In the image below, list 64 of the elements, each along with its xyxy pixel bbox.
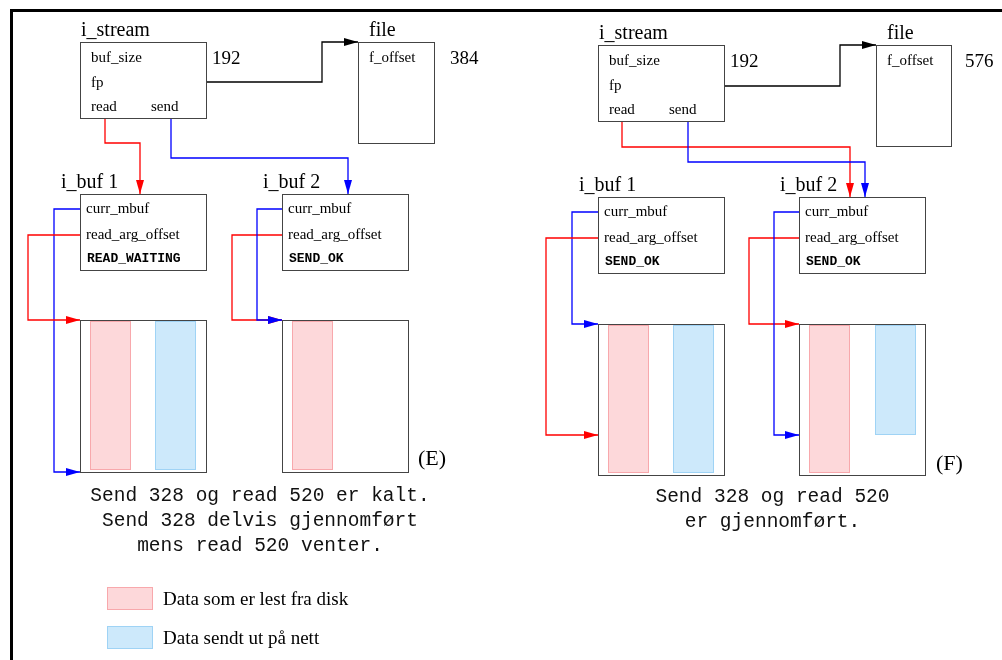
field-label: send <box>669 101 697 118</box>
connector-arrow <box>748 237 800 328</box>
data-bar <box>809 325 850 473</box>
connector-arrow <box>256 208 283 324</box>
connector-arrow <box>571 211 599 328</box>
size-value: 192 <box>212 47 241 69</box>
struct-name: i_buf 2 <box>780 173 838 196</box>
legend-text: Data sendt ut på nett <box>163 626 320 649</box>
status-text: SEND_OK <box>806 254 861 269</box>
struct-name: file <box>887 21 914 44</box>
buffer-box <box>282 320 409 473</box>
caption-text: Send 328 og read 520 er kalt. Send 328 delvis gjennomført mens read 520 venter. <box>89 484 431 559</box>
struct-name: i_stream <box>81 18 150 41</box>
buffer-box <box>799 324 926 476</box>
connector-arrow <box>724 41 877 87</box>
field-label: f_offset <box>369 49 416 66</box>
connector-arrow <box>104 118 144 195</box>
struct-name: i_stream <box>599 21 668 44</box>
status-text: SEND_OK <box>605 254 660 269</box>
field-label: fp <box>91 74 104 91</box>
caption-text: Send 328 og read 520 er gjennomført. <box>654 485 891 535</box>
connector-arrow <box>27 234 81 324</box>
status-text: SEND_OK <box>289 251 344 266</box>
connector-arrow <box>206 38 359 83</box>
size-value: 192 <box>730 50 759 72</box>
data-bar <box>673 325 714 473</box>
field-label: read <box>609 101 635 118</box>
field-label: curr_mbuf <box>86 200 150 217</box>
data-bar <box>608 325 649 473</box>
panel-label: (E) <box>418 445 447 471</box>
buffer-box <box>598 324 725 476</box>
legend-text: Data som er lest fra disk <box>163 587 349 610</box>
field-label: read_arg_offset <box>604 229 698 246</box>
struct-name: i_buf 2 <box>263 170 321 193</box>
field-label: send <box>151 98 179 115</box>
field-label: curr_mbuf <box>805 203 869 220</box>
connector-arrow <box>545 237 599 439</box>
struct-name: file <box>369 18 396 41</box>
panel-label: (F) <box>936 450 963 476</box>
connector-arrow <box>170 118 352 195</box>
field-label: read_arg_offset <box>86 226 180 243</box>
struct-name: i_buf 1 <box>61 170 119 193</box>
field-label: read_arg_offset <box>805 229 899 246</box>
connector-arrow <box>773 211 800 439</box>
data-bar <box>155 321 196 470</box>
data-bar <box>292 321 333 470</box>
field-label: curr_mbuf <box>604 203 668 220</box>
size-value: 384 <box>450 47 479 69</box>
field-label: read_arg_offset <box>288 226 382 243</box>
field-label: buf_size <box>91 49 142 66</box>
field-label: fp <box>609 77 622 94</box>
struct-name: i_buf 1 <box>579 173 637 196</box>
field-label: f_offset <box>887 52 934 69</box>
connector-arrow <box>621 121 854 198</box>
size-value: 576 <box>965 50 994 72</box>
buffer-box <box>80 320 207 473</box>
connector-arrow <box>53 208 81 476</box>
field-label: buf_size <box>609 52 660 69</box>
data-bar <box>875 325 916 435</box>
field-label: read <box>91 98 117 115</box>
field-label: curr_mbuf <box>288 200 352 217</box>
connector-arrow <box>687 121 869 198</box>
data-bar <box>90 321 131 470</box>
status-text: READ_WAITING <box>87 251 181 266</box>
